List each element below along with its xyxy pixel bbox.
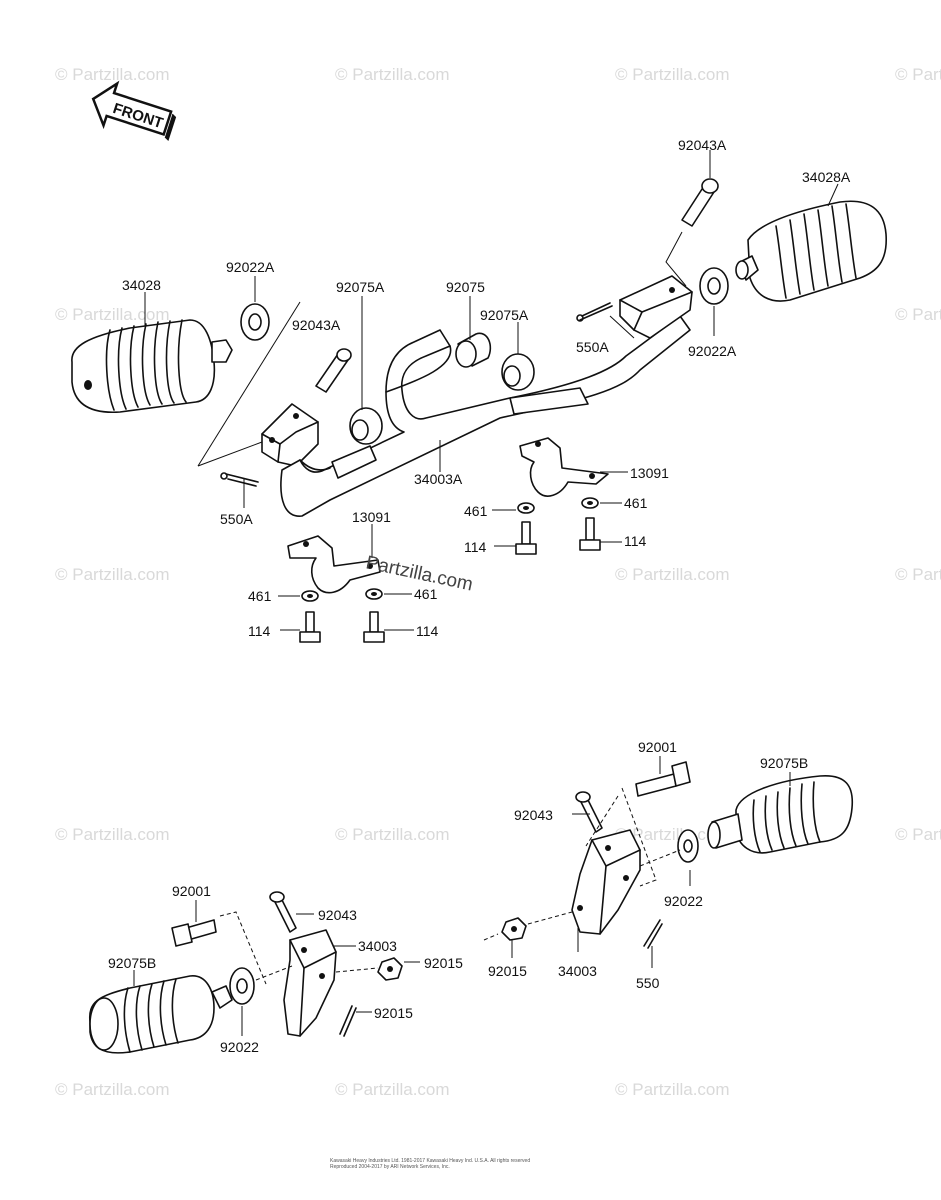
footpeg-92075B-right	[707, 775, 854, 854]
label-114-r2: 114	[624, 533, 647, 549]
label-550A-left: 550A	[220, 511, 253, 527]
label-92043-right: 92043	[514, 807, 553, 823]
bolt-92001-right	[635, 761, 691, 797]
nut-461-r1	[517, 502, 535, 514]
copyright-footer: Kawasaki Heavy Industries Ltd. 1981-2017…	[330, 1158, 620, 1170]
label-92075B-left: 92075B	[108, 955, 156, 971]
bracket-left	[261, 403, 319, 467]
label-92001-left: 92001	[172, 883, 211, 899]
bracket-right-top	[619, 275, 693, 339]
label-92015-left-pin: 92015	[374, 1005, 413, 1021]
footrest-bar-34003A	[280, 315, 691, 517]
leader-lines-top	[144, 150, 839, 631]
watermark: © Partzilla.com	[335, 65, 450, 84]
watermark: © Partzilla.com	[55, 1080, 170, 1099]
rubber-92075A-right	[501, 353, 535, 391]
label-92022-left: 92022	[220, 1039, 259, 1055]
watermark: © Partzilla.com	[615, 825, 730, 844]
watermark: © Partzilla.com	[615, 65, 730, 84]
label-114-l2: 114	[416, 623, 439, 639]
pin-92043-left	[269, 891, 297, 933]
watermark: © Partzilla.com	[335, 825, 450, 844]
cotter-pin-550A-left	[220, 472, 259, 487]
label-114-l1: 114	[248, 623, 271, 639]
clamp-13091-left	[287, 535, 381, 594]
bracket-34003-left	[283, 929, 337, 1037]
washer-92022A-left	[240, 303, 270, 341]
label-92022A-right: 92022A	[688, 343, 737, 359]
cotter-pin-92015-left	[339, 1005, 357, 1037]
washer-92022-left	[229, 967, 255, 1005]
collar-92075	[455, 332, 492, 368]
pin-92043A-right	[681, 178, 719, 227]
watermark: © Partzilla.com	[55, 65, 170, 84]
footpeg-34028	[71, 319, 233, 414]
footpeg-34028A	[735, 200, 887, 302]
label-92075: 92075	[446, 279, 485, 295]
clamp-13091-right	[519, 437, 609, 497]
pin-92043-right	[575, 791, 603, 833]
bolt-114-r2	[579, 517, 601, 551]
label-92043A-left: 92043A	[292, 317, 341, 333]
label-34003-left: 34003	[358, 938, 397, 954]
bolt-114-l2	[363, 611, 385, 643]
label-114-r1: 114	[464, 539, 487, 555]
label-13091-left: 13091	[352, 509, 391, 525]
footpeg-92075B-left	[88, 975, 233, 1054]
label-550: 550	[636, 975, 660, 991]
label-461-r2: 461	[624, 495, 648, 511]
footer-line: Reproduced 2004-2017 by ARI Network Serv…	[330, 1164, 450, 1170]
label-92075A-right: 92075A	[480, 307, 529, 323]
label-92075A-left: 92075A	[336, 279, 385, 295]
washer-92022-right	[677, 829, 699, 863]
label-461-r1: 461	[464, 503, 488, 519]
watermark: © Partzilla.com	[615, 1080, 730, 1099]
label-92075B-right: 92075B	[760, 755, 808, 771]
cotter-pin-550A-right	[576, 302, 613, 322]
label-92022A-left: 92022A	[226, 259, 275, 275]
watermark: © Partzilla.com	[55, 305, 170, 324]
front-arrow-icon: FRONT	[91, 80, 177, 142]
label-461-l2: 461	[414, 586, 438, 602]
watermark: © Partzilla.com	[55, 825, 170, 844]
nut-92015-right	[501, 917, 527, 941]
bolt-114-l1	[299, 611, 321, 643]
bolt-92001-left	[171, 919, 217, 947]
label-92043A-top: 92043A	[678, 137, 727, 153]
label-34028: 34028	[122, 277, 161, 293]
nut-461-l2	[365, 588, 383, 600]
footer-line: Kawasaki Heavy Industries Ltd. 1981-2017…	[330, 1158, 531, 1164]
label-34003-right: 34003	[558, 963, 597, 979]
washer-92022A-right	[699, 267, 729, 305]
watermark: © Partzilla.com	[55, 565, 170, 584]
label-34028A: 34028A	[802, 169, 851, 185]
label-550A-right: 550A	[576, 339, 609, 355]
label-92022-right: 92022	[664, 893, 703, 909]
leader-lines-bottom	[133, 756, 791, 1036]
watermark: © Partzilla.com	[615, 565, 730, 584]
nut-461-r2	[581, 497, 599, 509]
pin-92043A-left	[315, 348, 352, 393]
rubber-92075A-left	[349, 407, 383, 445]
bolt-114-r1	[515, 521, 537, 555]
label-92043-left: 92043	[318, 907, 357, 923]
watermarks: © Partzilla.com © Partzilla.com © Partzi…	[55, 65, 941, 1099]
part-labels: 34028 92022A 92043A 92075A 92075 92075A …	[108, 137, 851, 1055]
nut-92015-left	[377, 957, 403, 981]
cotter-pin-550	[643, 919, 663, 949]
label-92015-right: 92015	[488, 963, 527, 979]
watermark: © Partzilla.com	[895, 825, 941, 844]
label-92015-left-nut: 92015	[424, 955, 463, 971]
watermark: © Partzilla.com	[335, 1080, 450, 1099]
watermark: © Partzilla.com	[895, 65, 941, 84]
label-13091-right: 13091	[630, 465, 669, 481]
watermark: © Partzilla.com	[895, 565, 941, 584]
label-461-l1: 461	[248, 588, 272, 604]
bracket-34003-right	[571, 829, 641, 935]
label-34003A: 34003A	[414, 471, 463, 487]
label-92001-right: 92001	[638, 739, 677, 755]
watermark: © Partzilla.com	[895, 305, 941, 324]
nut-461-l1	[301, 590, 319, 602]
